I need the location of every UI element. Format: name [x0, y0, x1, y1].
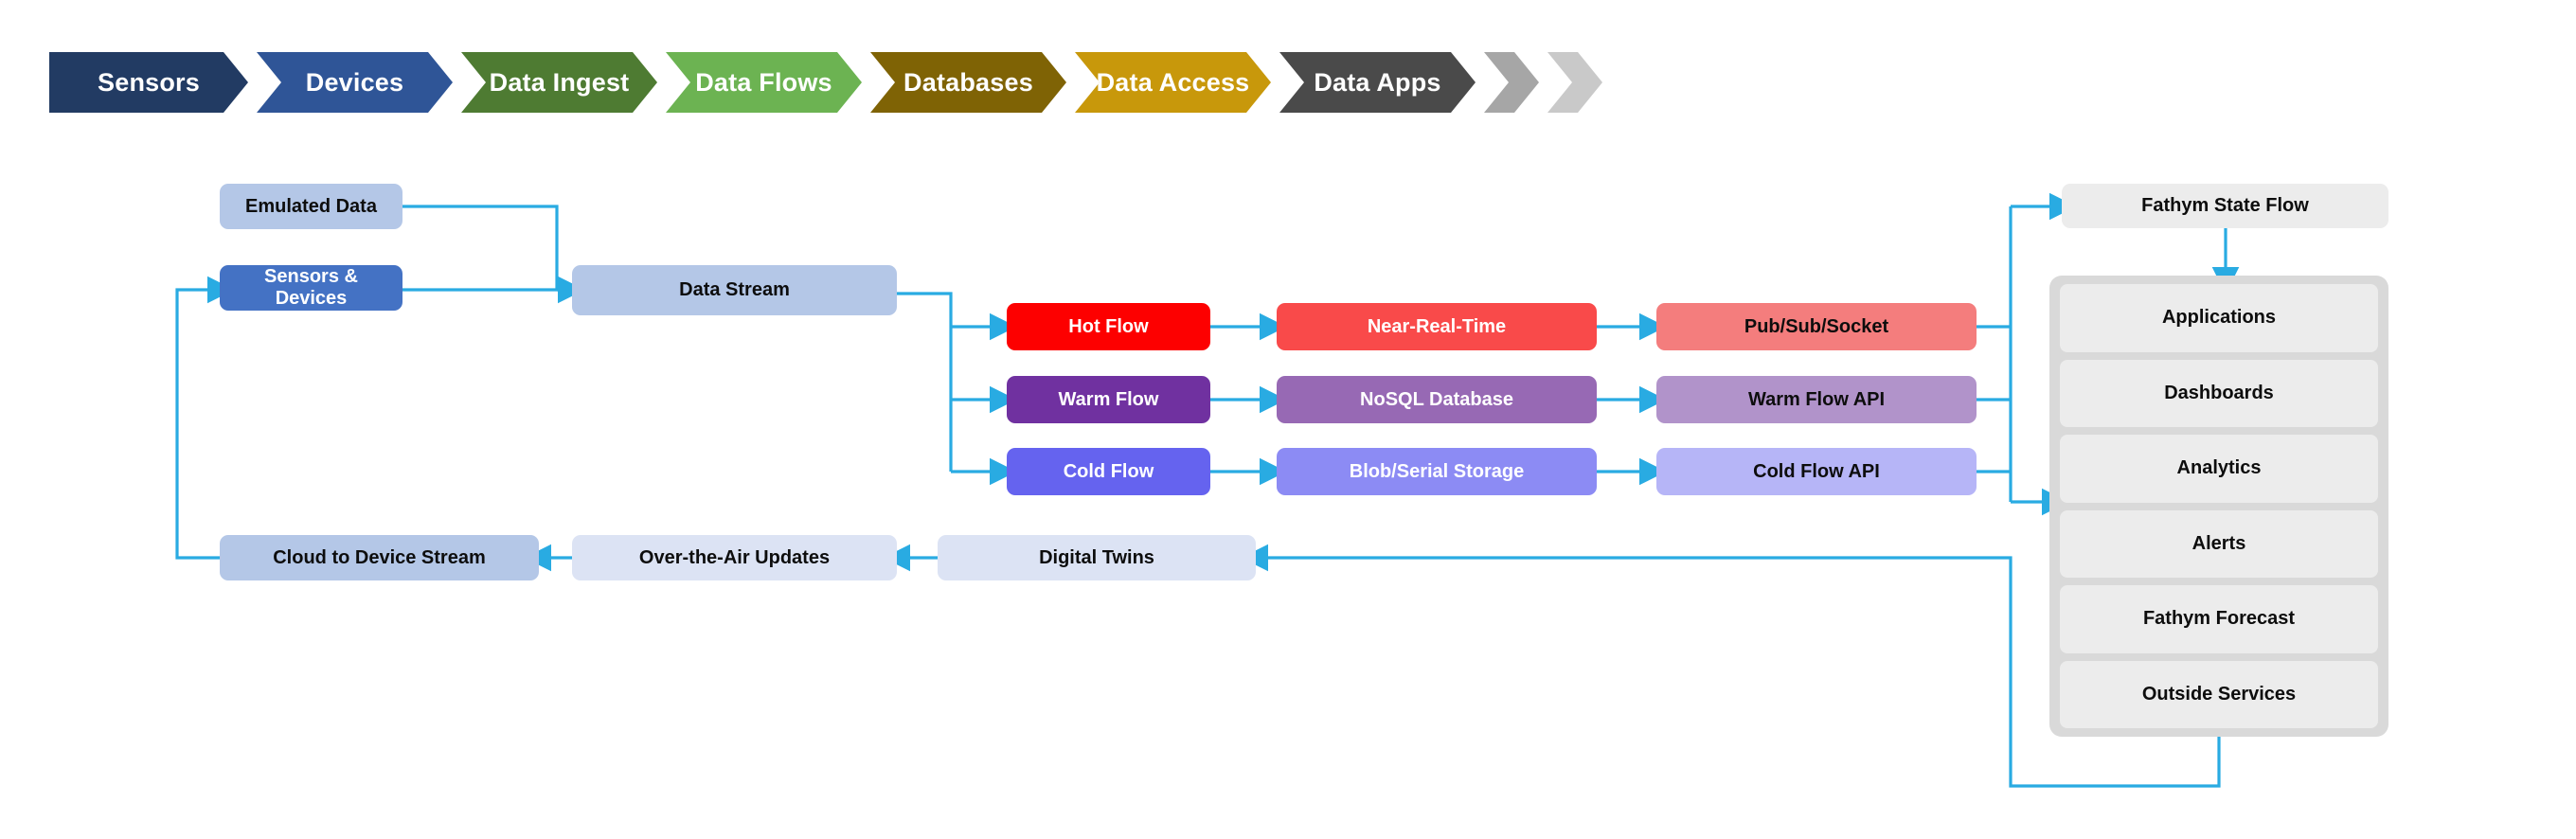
stage-chevron-devices[interactable]: Devices [257, 52, 453, 113]
node-label: Near-Real-Time [1367, 315, 1507, 337]
node-nosql-database[interactable]: NoSQL Database [1277, 376, 1597, 423]
node-hot-flow[interactable]: Hot Flow [1007, 303, 1210, 350]
node-label: Over-the-Air Updates [638, 546, 831, 568]
stage-chevron-label: Data Apps [1314, 67, 1441, 97]
app-item-label: Outside Services [2141, 683, 2297, 705]
node-cloud-to-device[interactable]: Cloud to Device Stream [220, 535, 539, 580]
node-label: Cold Flow [1063, 460, 1154, 482]
node-label: Warm Flow API [1747, 388, 1886, 410]
node-ota-updates[interactable]: Over-the-Air Updates [572, 535, 897, 580]
stage-chevron-databases[interactable]: Databases [870, 52, 1066, 113]
node-pub-sub-socket[interactable]: Pub/Sub/Socket [1656, 303, 1977, 350]
wire-stream-bus [897, 292, 953, 472]
wire-cloud-to-sensors [175, 276, 235, 560]
node-sensors-devices[interactable]: Sensors & Devices [220, 265, 402, 311]
node-near-real-time[interactable]: Near-Real-Time [1277, 303, 1597, 350]
node-warm-flow[interactable]: Warm Flow [1007, 376, 1210, 423]
app-item-outside-services[interactable]: Outside Services [2060, 660, 2378, 728]
node-label: Cold Flow API [1753, 460, 1880, 482]
node-emulated-data[interactable]: Emulated Data [220, 184, 402, 229]
node-label: Sensors & Devices [264, 266, 358, 309]
app-item-dashboards[interactable]: Dashboards [2060, 359, 2378, 427]
node-label: NoSQL Database [1360, 388, 1513, 410]
stage-chevron-tail-8[interactable] [1547, 52, 1602, 113]
node-cold-flow[interactable]: Cold Flow [1007, 448, 1210, 495]
app-item-label: Analytics [2176, 457, 2262, 479]
app-item-applications[interactable]: Applications [2060, 284, 2378, 352]
node-data-stream[interactable]: Data Stream [572, 265, 897, 315]
stage-chevron-label: Devices [305, 67, 404, 97]
app-item-analytics[interactable]: Analytics [2060, 435, 2378, 503]
stage-chevron-label: Data Flows [695, 67, 832, 97]
stage-chevron-label: Data Ingest [489, 67, 630, 97]
stage-chevron-data-access[interactable]: Data Access [1075, 52, 1271, 113]
stage-chevron-data-apps[interactable]: Data Apps [1279, 52, 1476, 113]
node-label: Emulated Data [245, 195, 377, 217]
stage-chevron-data-flows[interactable]: Data Flows [666, 52, 862, 113]
stage-chevron-tail-7[interactable] [1484, 52, 1539, 113]
app-item-fathym-forecast[interactable]: Fathym Forecast [2060, 585, 2378, 653]
stage-chevron-label: Databases [903, 67, 1033, 97]
stage-chevron-label: Sensors [98, 67, 200, 97]
app-item-label: Alerts [2191, 532, 2246, 554]
app-item-label: Applications [2161, 307, 2276, 329]
wire-emulated-to-stream [402, 205, 559, 290]
app-item-label: Fathym Forecast [2142, 608, 2296, 630]
node-label: Pub/Sub/Socket [1744, 315, 1889, 337]
node-label: Data Stream [679, 279, 790, 300]
node-cold-flow-api[interactable]: Cold Flow API [1656, 448, 1977, 495]
node-digital-twins[interactable]: Digital Twins [938, 535, 1256, 580]
node-label: Cloud to Device Stream [273, 546, 486, 568]
stage-chevron-sensors[interactable]: Sensors [49, 52, 248, 113]
stage-chevron-label: Data Access [1096, 67, 1250, 97]
node-label: Fathym State Flow [2141, 195, 2309, 216]
node-label: Blob/Serial Storage [1349, 460, 1525, 482]
node-label: Hot Flow [1068, 315, 1149, 337]
process-stage-banner: Sensors Devices Data Ingest Data Flows Datab… [49, 52, 1611, 113]
app-item-label: Dashboards [2164, 382, 2274, 403]
stage-chevron-data-ingest[interactable]: Data Ingest [461, 52, 657, 113]
node-blob-serial[interactable]: Blob/Serial Storage [1277, 448, 1597, 495]
node-label: Warm Flow [1058, 388, 1159, 410]
app-item-alerts[interactable]: Alerts [2060, 509, 2378, 578]
node-fathym-state-flow[interactable]: Fathym State Flow [2062, 184, 2388, 228]
node-warm-flow-api[interactable]: Warm Flow API [1656, 376, 1977, 423]
node-label: Digital Twins [1039, 546, 1154, 568]
